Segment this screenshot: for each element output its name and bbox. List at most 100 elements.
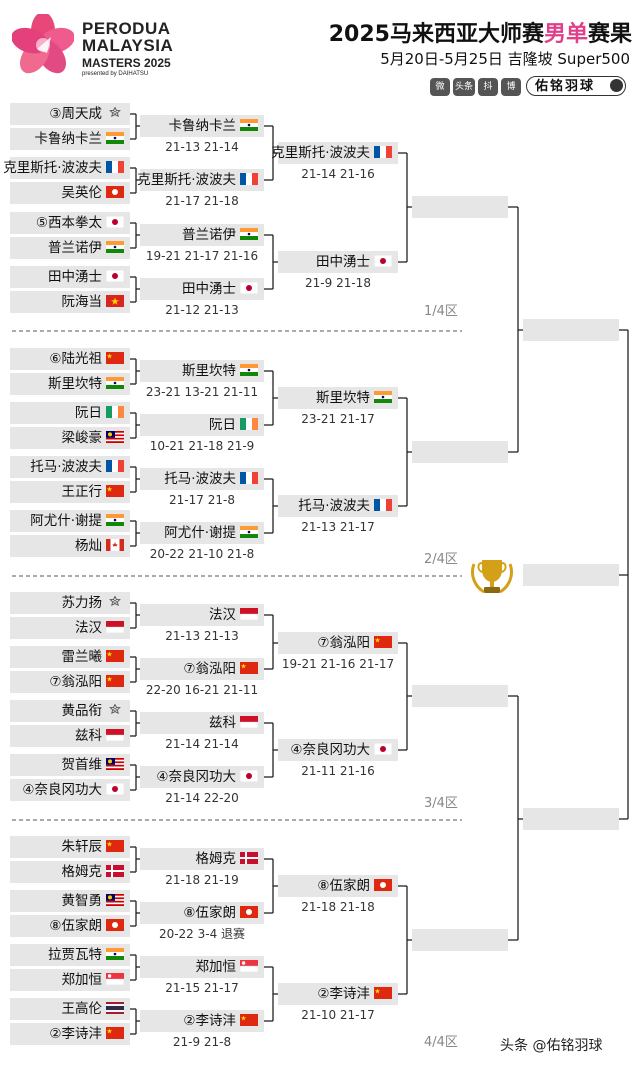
douyin-icon[interactable]: 抖	[478, 78, 498, 96]
r3-player-name: ④奈良冈功大	[290, 740, 392, 760]
r2-slot: 克里斯托·波波夫	[137, 169, 264, 191]
r2-slot: 阿尤什·谢提	[140, 522, 264, 544]
logo-line3: MASTERS 2025	[82, 56, 171, 70]
r3-player-name: ⑦翁泓阳	[317, 633, 392, 653]
r1-slot: 兹科	[10, 725, 130, 747]
flag-ind-icon	[236, 363, 258, 379]
r1-slot: 黄品衔	[10, 700, 130, 722]
flag-jpn-icon	[370, 254, 392, 270]
r1-player-name: 雷兰曦	[62, 647, 124, 667]
r1-player-name: 克里斯托·波波夫	[3, 158, 124, 178]
r1-slot: 普兰诺伊	[10, 237, 130, 259]
r2-player-name: 田中湧士	[182, 279, 258, 299]
r1-slot: 阿尤什·谢提	[10, 510, 130, 532]
trophy-icon	[470, 560, 514, 594]
r3-slot: 斯里坎特	[278, 387, 398, 409]
r2-slot: ⑦翁泓阳	[140, 658, 264, 680]
r3-slot: ⑧伍家朗	[278, 875, 398, 897]
player-name-text: 卡鲁纳卡兰	[34, 131, 103, 147]
player-name-text: 王高伦	[61, 1001, 103, 1017]
flag-hkg-icon	[370, 878, 392, 894]
player-name-text: 阿尤什·谢提	[30, 513, 102, 529]
r1-player-name: 田中湧士	[48, 267, 124, 287]
player-name-text: 田中湧士	[316, 254, 370, 270]
r1-slot: 王高伦	[10, 998, 130, 1020]
flag-hkg-icon	[102, 918, 124, 934]
player-name-text: ②李诗沣	[49, 1026, 102, 1042]
flower-logo-icon	[12, 14, 74, 74]
title-highlight: 男单	[543, 22, 588, 47]
r3-match-score: 21-14 21-16	[301, 167, 375, 181]
r3-player-name: 田中湧士	[316, 252, 392, 272]
player-name-text: 兹科	[75, 728, 102, 744]
brand-badge: 佑铭羽球	[526, 76, 626, 96]
r1-player-name: 梁峻豪	[61, 428, 124, 448]
r1-player-name: 托马·波波夫	[30, 457, 124, 477]
r3-player-name: ⑧伍家朗	[317, 876, 392, 896]
player-name-text: 梁峻豪	[61, 430, 103, 446]
flag-jpn-icon	[236, 281, 258, 297]
player-name-text: ④奈良冈功大	[290, 742, 370, 758]
r2-slot: ④奈良冈功大	[140, 766, 264, 788]
flag-chn-icon	[236, 1013, 258, 1029]
r1-slot: 托马·波波夫	[10, 456, 130, 478]
player-name-text: 兹科	[209, 715, 236, 731]
flag-chn-icon	[102, 351, 124, 367]
r2-slot: ②李诗沣	[140, 1010, 264, 1032]
flag-hkg-icon	[236, 905, 258, 921]
player-name-text: 斯里坎特	[48, 376, 102, 392]
r2-slot: 普兰诺伊	[140, 224, 264, 246]
r2-match-score: 21-14 21-14	[165, 737, 239, 751]
final-slot	[523, 319, 619, 341]
r2-player-name: ④奈良冈功大	[156, 767, 258, 787]
r2-match-score: 21-15 21-17	[165, 981, 239, 995]
player-name-text: 苏力扬	[61, 595, 103, 611]
r3-player-name: ②李诗沣	[317, 984, 392, 1004]
social-icons: 微 头条 抖 博	[430, 78, 521, 96]
r3-match-score: 21-9 21-18	[305, 276, 371, 290]
r2-match-score: 21-17 21-8	[169, 493, 235, 507]
player-name-text: 杨灿	[75, 538, 102, 554]
r2-player-name: ②李诗沣	[183, 1011, 258, 1031]
r1-slot: 雷兰曦	[10, 646, 130, 668]
flag-chn-icon	[370, 986, 392, 1002]
flag-den-icon	[102, 864, 124, 880]
flag-ind-icon	[236, 118, 258, 134]
flag-ina-icon	[102, 620, 124, 636]
toutiao-icon[interactable]: 头条	[453, 78, 475, 96]
flag-fra-icon	[102, 160, 124, 176]
r1-player-name: 王高伦	[61, 999, 124, 1019]
semifinal-slot	[412, 196, 508, 218]
player-name-text: ④奈良冈功大	[156, 769, 236, 785]
flag-sgp-icon	[236, 959, 258, 975]
r1-player-name: ③周天成	[49, 104, 124, 124]
weibo-icon[interactable]: 博	[501, 78, 521, 96]
champion-slot	[523, 564, 619, 586]
r2-player-name: 阿尤什·谢提	[164, 523, 258, 543]
r1-slot: 杨灿	[10, 535, 130, 557]
player-name-text: ③周天成	[49, 106, 102, 122]
r3-match-score: 19-21 21-16 21-17	[281, 657, 395, 671]
flag-hkg-icon	[102, 185, 124, 201]
r1-player-name: 黄智勇	[62, 891, 124, 911]
zone-label-4: 4/4区	[424, 1035, 458, 1050]
player-name-text: 阮日	[209, 417, 236, 433]
r1-player-name: 杨灿	[75, 536, 124, 556]
r1-player-name: 兹科	[75, 726, 124, 746]
wechat-icon[interactable]: 微	[430, 78, 450, 96]
r2-match-score: 21-17 21-18	[165, 194, 239, 208]
r2-match-score: 10-21 21-18 21-9	[149, 439, 255, 453]
r1-player-name: 苏力扬	[62, 593, 125, 613]
r1-slot: ④奈良冈功大	[10, 779, 130, 801]
r3-match-score: 21-11 21-16	[301, 764, 375, 778]
player-name-text: 阮海当	[61, 294, 103, 310]
flag-mas-icon	[102, 757, 124, 773]
player-name-text: ②李诗沣	[183, 1013, 236, 1029]
r1-slot: 郑加恒	[10, 969, 130, 991]
flag-irl-icon	[102, 405, 124, 421]
flag-tpe-icon	[102, 703, 124, 719]
r1-player-name: ⑦翁泓阳	[49, 672, 124, 692]
r2-match-score: 22-20 16-21 21-11	[145, 683, 259, 697]
r1-player-name: 法汉	[75, 618, 124, 638]
player-name-text: 斯里坎特	[316, 390, 370, 406]
